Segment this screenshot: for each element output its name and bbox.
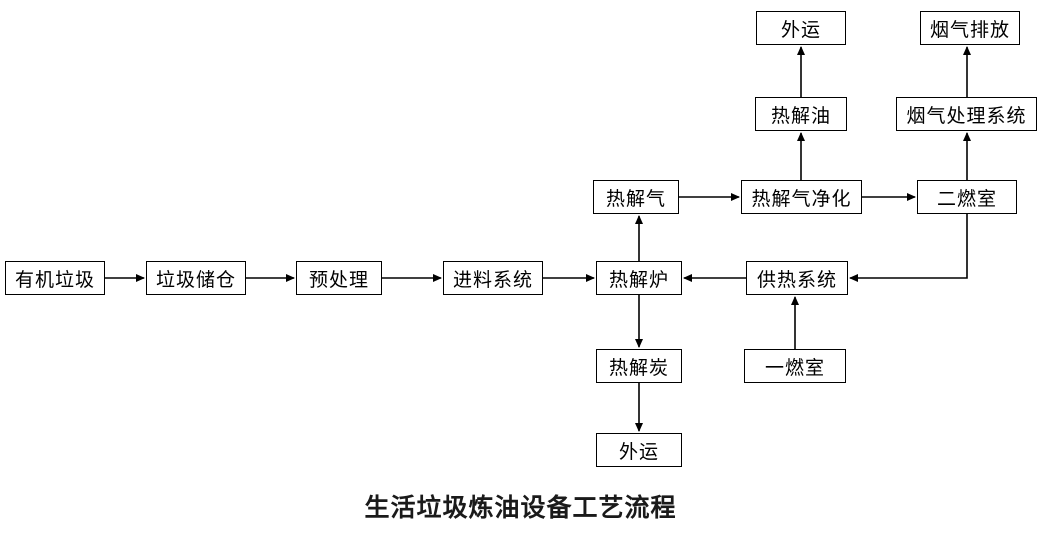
node-flue-gas-treatment: 烟气处理系统 <box>896 97 1037 131</box>
flow-arrow <box>849 214 968 282</box>
node-pyrolysis-char: 热解炭 <box>596 349 682 383</box>
node-heat-supply-system: 供热系统 <box>746 261 848 295</box>
node-organic-waste: 有机垃圾 <box>5 261 105 295</box>
node-pyrolysis-furnace: 热解炉 <box>596 261 682 295</box>
node-feeding-system: 进料系统 <box>443 261 543 295</box>
node-pyrolysis-gas-purification: 热解气净化 <box>741 180 862 214</box>
node-primary-combustion: 一燃室 <box>744 349 846 383</box>
node-flue-gas-emission: 烟气排放 <box>920 11 1020 45</box>
node-pretreatment: 预处理 <box>296 261 382 295</box>
node-outbound-top: 外运 <box>756 11 846 45</box>
node-pyrolysis-oil: 热解油 <box>755 97 847 131</box>
node-secondary-combustion: 二燃室 <box>917 180 1017 214</box>
node-outbound-bottom: 外运 <box>596 433 682 467</box>
diagram-title: 生活垃圾炼油设备工艺流程 <box>364 494 677 522</box>
node-waste-storage: 垃圾储仓 <box>146 261 246 295</box>
node-pyrolysis-gas: 热解气 <box>593 180 679 214</box>
